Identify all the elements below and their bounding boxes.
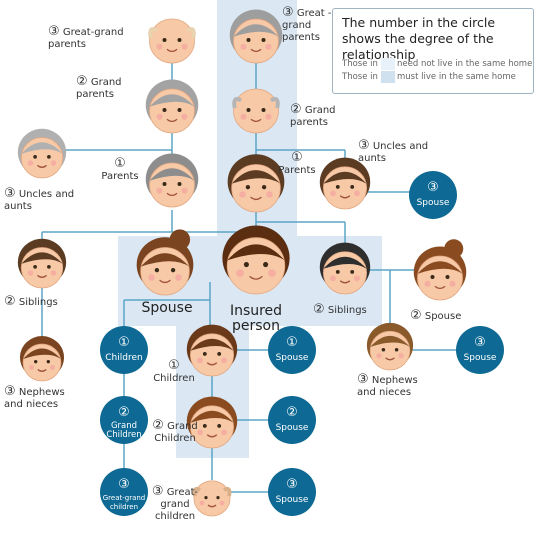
circle-grandchild-spouse-number: ② <box>286 405 298 420</box>
circle-uncle-spouse-label: Spouse <box>417 198 450 208</box>
circle-great-grand-children-label-2: children <box>110 503 138 511</box>
face-great-grandchild <box>192 480 232 517</box>
face-parent-right <box>227 154 285 213</box>
face-uncle-right <box>319 157 371 210</box>
legend-row2-left: Those in <box>342 72 378 82</box>
label-parents-right: ① Parents <box>278 150 316 176</box>
label-children-center: ① Children <box>153 358 195 384</box>
face-child <box>186 324 238 377</box>
legend-swatch-light <box>381 58 395 70</box>
face-sibling-left <box>17 238 67 289</box>
face-grandparent-right <box>232 88 280 134</box>
legend-row1-left: Those in <box>342 59 378 69</box>
face-nephew-left <box>19 336 65 382</box>
circle-nephew-spouse-label: Spouse <box>464 353 497 363</box>
label-siblings-left: ② Siblings <box>4 294 58 309</box>
label-spouse-center: Spouse <box>141 300 193 316</box>
face-great-grandparent-left <box>148 18 196 64</box>
circle-nephew-spouse: ③ Spouse <box>456 326 504 374</box>
circle-uncle-spouse-number: ③ <box>427 180 439 195</box>
face-uncle-left <box>17 128 67 179</box>
circle-child-spouse: ① Spouse <box>268 326 316 374</box>
circle-great-grand-children-label: Great-grand <box>103 494 146 502</box>
circle-children-number: ① <box>118 335 130 350</box>
circle-grand-children-number: ② <box>118 405 130 420</box>
label-uncles-left: ③ Uncles and aunts <box>4 186 75 212</box>
legend-swatch-dark <box>381 71 395 83</box>
circle-grandchild-spouse: ② Spouse <box>268 396 316 444</box>
label-uncles-right: ③ Uncles and aunts <box>358 138 429 164</box>
label-great-grandparents-left: ③ Great-grand parents <box>48 24 124 50</box>
face-grandchild <box>186 396 238 449</box>
label-great-grandchildren-center: ③ Great- grand children <box>151 484 199 522</box>
circle-great-grand-children-number: ③ <box>118 477 130 492</box>
legend-box <box>332 8 534 94</box>
label-great-grandparents-right: ③ Great -grand parents <box>282 5 332 43</box>
face-spouse-center <box>136 229 194 296</box>
face-grandparent-left <box>145 79 199 134</box>
circle-children-label: Children <box>105 353 142 363</box>
face-insured-person <box>222 225 290 295</box>
circle-children: ① Children <box>100 326 148 374</box>
label-nephews-left: ③ Nephews and nieces <box>4 384 65 410</box>
circle-grand-children-label: Grand <box>111 421 137 431</box>
circle-child-spouse-label: Spouse <box>276 353 309 363</box>
face-nephew-right <box>366 322 414 371</box>
circle-greatgrandchild-spouse: ③ Spouse <box>268 468 316 516</box>
legend-row1-right: need not live in the same home <box>397 59 533 69</box>
face-great-grandparent-right <box>229 9 283 64</box>
circle-greatgrandchild-spouse-label: Spouse <box>276 495 309 505</box>
label-grandparents-left: ② Grand parents <box>76 74 122 100</box>
circle-child-spouse-number: ① <box>286 335 298 350</box>
label-insured-person: Insured person <box>229 303 283 334</box>
circle-grandchild-spouse-label: Spouse <box>276 423 309 433</box>
label-grandparents-right: ② Grand parents <box>290 102 336 128</box>
circle-uncle-spouse: ③ Spouse <box>409 171 457 219</box>
legend-row2-right: must live in the same home <box>397 72 516 82</box>
legend-title: The number in the circle shows the degre… <box>342 15 496 62</box>
label-nephews-right: ③ Nephews and nieces <box>357 372 418 398</box>
face-sibling-spouse-right <box>413 239 467 301</box>
label-siblings-right: ② Siblings <box>313 302 367 317</box>
face-sibling-right <box>319 242 371 295</box>
label-grandchildren-center: ② Grand Children <box>152 418 198 444</box>
circle-grand-children-label-2: Children <box>106 430 141 440</box>
face-parent-left <box>145 153 199 208</box>
circle-nephew-spouse-number: ③ <box>474 335 486 350</box>
circle-greatgrandchild-spouse-number: ③ <box>286 477 298 492</box>
label-sibling-spouse: ② Spouse <box>410 308 462 323</box>
label-parents-left: ① Parents <box>101 156 139 182</box>
